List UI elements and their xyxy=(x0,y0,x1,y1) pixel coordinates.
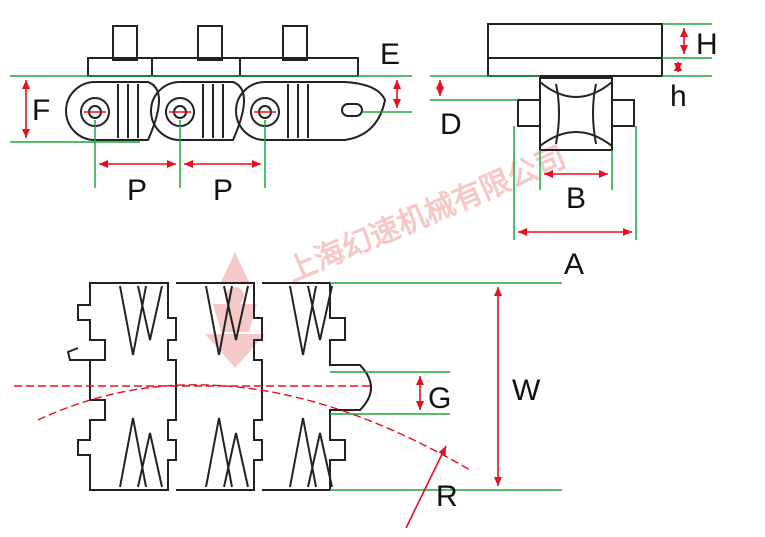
dimension-lines xyxy=(22,28,688,529)
label-A: A xyxy=(564,248,584,281)
watermark: 上海幻速机械有限公司 xyxy=(205,140,571,368)
company-logo-icon xyxy=(205,252,265,368)
label-R: R xyxy=(436,480,458,513)
centre-lines xyxy=(14,384,471,471)
label-H: H xyxy=(696,28,718,61)
label-D: D xyxy=(440,108,462,141)
label-G: G xyxy=(428,382,451,415)
label-F: F xyxy=(32,94,50,127)
label-E: E xyxy=(380,38,400,71)
label-B: B xyxy=(566,182,586,215)
dimension-labels: E F P P H h D B A W G R xyxy=(32,28,718,513)
label-P-2: P xyxy=(213,174,233,207)
label-P-1: P xyxy=(127,174,147,207)
side-view xyxy=(65,25,387,141)
label-W: W xyxy=(512,374,541,407)
label-h: h xyxy=(670,80,687,113)
reference-lines xyxy=(10,23,712,491)
watermark-text: 上海幻速机械有限公司 xyxy=(281,140,571,289)
end-view xyxy=(487,23,663,151)
